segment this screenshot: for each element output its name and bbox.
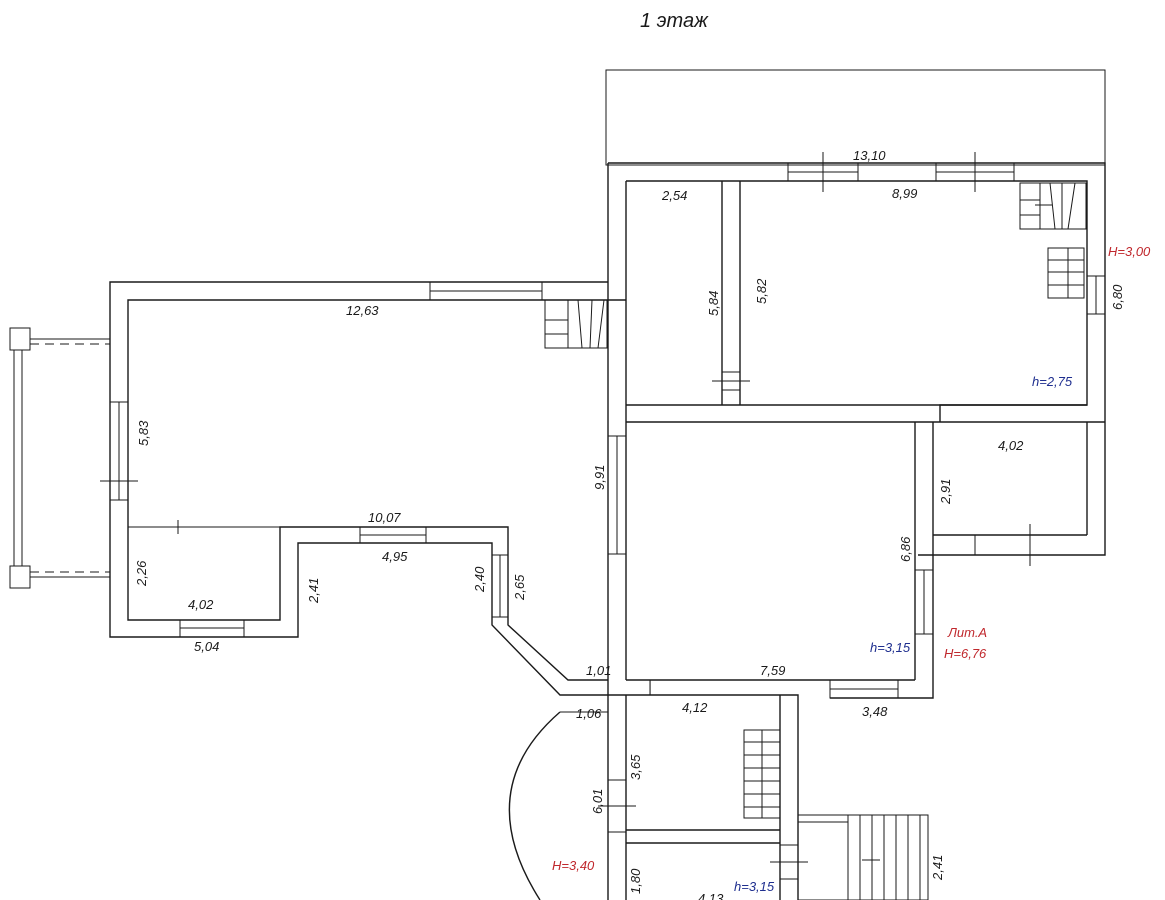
dim-room-412: 4,12 [682, 700, 708, 715]
left-veranda [9, 327, 110, 589]
dim-room-899: 8,99 [892, 186, 917, 201]
dim-room-106: 1,06 [576, 706, 602, 721]
height-h-315-hall: h=3,15 [870, 640, 911, 655]
dim-right-291: 2,91 [938, 479, 953, 505]
height-labels: Н=3,00 h=2,75 h=3,15 Лит.А Н=6,76 Н=3,40… [552, 244, 1151, 894]
dim-room-601: 6,01 [590, 789, 605, 814]
height-H-340: Н=3,40 [552, 858, 595, 873]
bottom-rooms [598, 695, 808, 900]
dim-bay-265: 2,65 [512, 574, 527, 601]
dim-hall-101: 1,01 [586, 663, 611, 678]
dim-room-254: 2,54 [661, 188, 687, 203]
bay-semicircle [508, 711, 608, 900]
dim-left-583: 5,83 [136, 420, 151, 446]
dimension-labels: 13,10 2,54 8,99 5,84 5,82 6,80 12,63 5,8… [134, 148, 1125, 900]
dim-left-1263: 12,63 [346, 303, 379, 318]
dim-room-180: 1,80 [628, 868, 643, 894]
dim-right-680: 6,80 [1110, 284, 1125, 310]
dim-room-348: 3,48 [862, 704, 888, 719]
dim-room-365: 3,65 [628, 754, 643, 780]
dim-room-584: 5,84 [706, 291, 721, 316]
porch-steps [797, 814, 929, 900]
height-h-315-bottom: h=3,15 [734, 879, 775, 894]
height-lit-a: Лит.А [947, 625, 987, 640]
dim-mid-1007: 10,07 [368, 510, 401, 525]
height-H-300: Н=3,00 [1108, 244, 1151, 259]
dim-room-402-left: 4,02 [188, 597, 214, 612]
dim-bottom-504: 5,04 [194, 639, 219, 654]
dim-porch-241: 2,41 [930, 855, 945, 881]
dim-room-582: 5,82 [754, 278, 769, 304]
dim-mid-495: 4,95 [382, 549, 408, 564]
floor-title: 1 этаж [640, 10, 709, 32]
top-annex [605, 69, 1106, 166]
dim-mid-991: 9,91 [592, 465, 607, 490]
right-block-walls [607, 152, 1106, 566]
dim-room-241-left: 2,41 [306, 578, 321, 604]
height-H-676: Н=6,76 [944, 646, 987, 661]
dim-hall-686: 6,86 [898, 536, 913, 562]
stairs-top-right [1019, 182, 1087, 299]
stairs-center [544, 299, 608, 349]
dim-top-total: 13,10 [853, 148, 886, 163]
height-h-275: h=2,75 [1032, 374, 1073, 389]
dim-hall-759: 7,59 [760, 663, 785, 678]
dim-room-226: 2,26 [134, 560, 149, 587]
dim-bay-240: 2,40 [472, 566, 487, 593]
left-block-walls [100, 281, 627, 696]
dim-room-413: 4,13 [698, 891, 724, 900]
dim-room-402-right: 4,02 [998, 438, 1024, 453]
